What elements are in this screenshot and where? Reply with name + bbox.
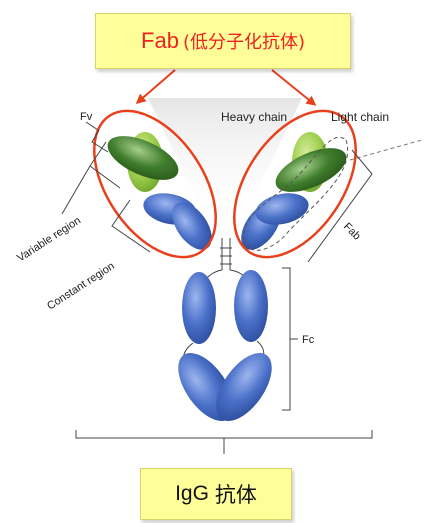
fab-label: Fab bbox=[341, 221, 363, 243]
fv-label: Fv bbox=[80, 111, 93, 123]
variable-region-leader bbox=[62, 166, 90, 214]
fab-callout-label-zh: (低分子化抗体) bbox=[183, 28, 305, 54]
heavy-chain-leader-dashed bbox=[350, 140, 422, 160]
light-chain-label: Light chain bbox=[331, 110, 389, 124]
fv-leader bbox=[86, 122, 98, 130]
fc-label: Fc bbox=[302, 334, 315, 346]
fab-callout-label: Fab bbox=[141, 28, 179, 54]
fc-domain-right-upper bbox=[234, 270, 268, 342]
fc-domain-left-upper bbox=[182, 272, 216, 344]
igg-callout: IgG 抗体 bbox=[140, 468, 292, 520]
variable-region-label: Variable region bbox=[15, 215, 83, 265]
fc-region bbox=[167, 270, 283, 430]
fab-callout: Fab (低分子化抗体) bbox=[95, 13, 351, 69]
igg-bracket bbox=[76, 430, 372, 438]
fc-bracket bbox=[282, 268, 290, 410]
igg-callout-label: IgG bbox=[175, 482, 209, 506]
fab-arrow-left bbox=[138, 70, 175, 102]
igg-callout-label-zh: 抗体 bbox=[215, 479, 257, 509]
heavy-chain-label: Heavy chain bbox=[221, 110, 287, 124]
constant-region-label: Constant region bbox=[45, 260, 117, 312]
